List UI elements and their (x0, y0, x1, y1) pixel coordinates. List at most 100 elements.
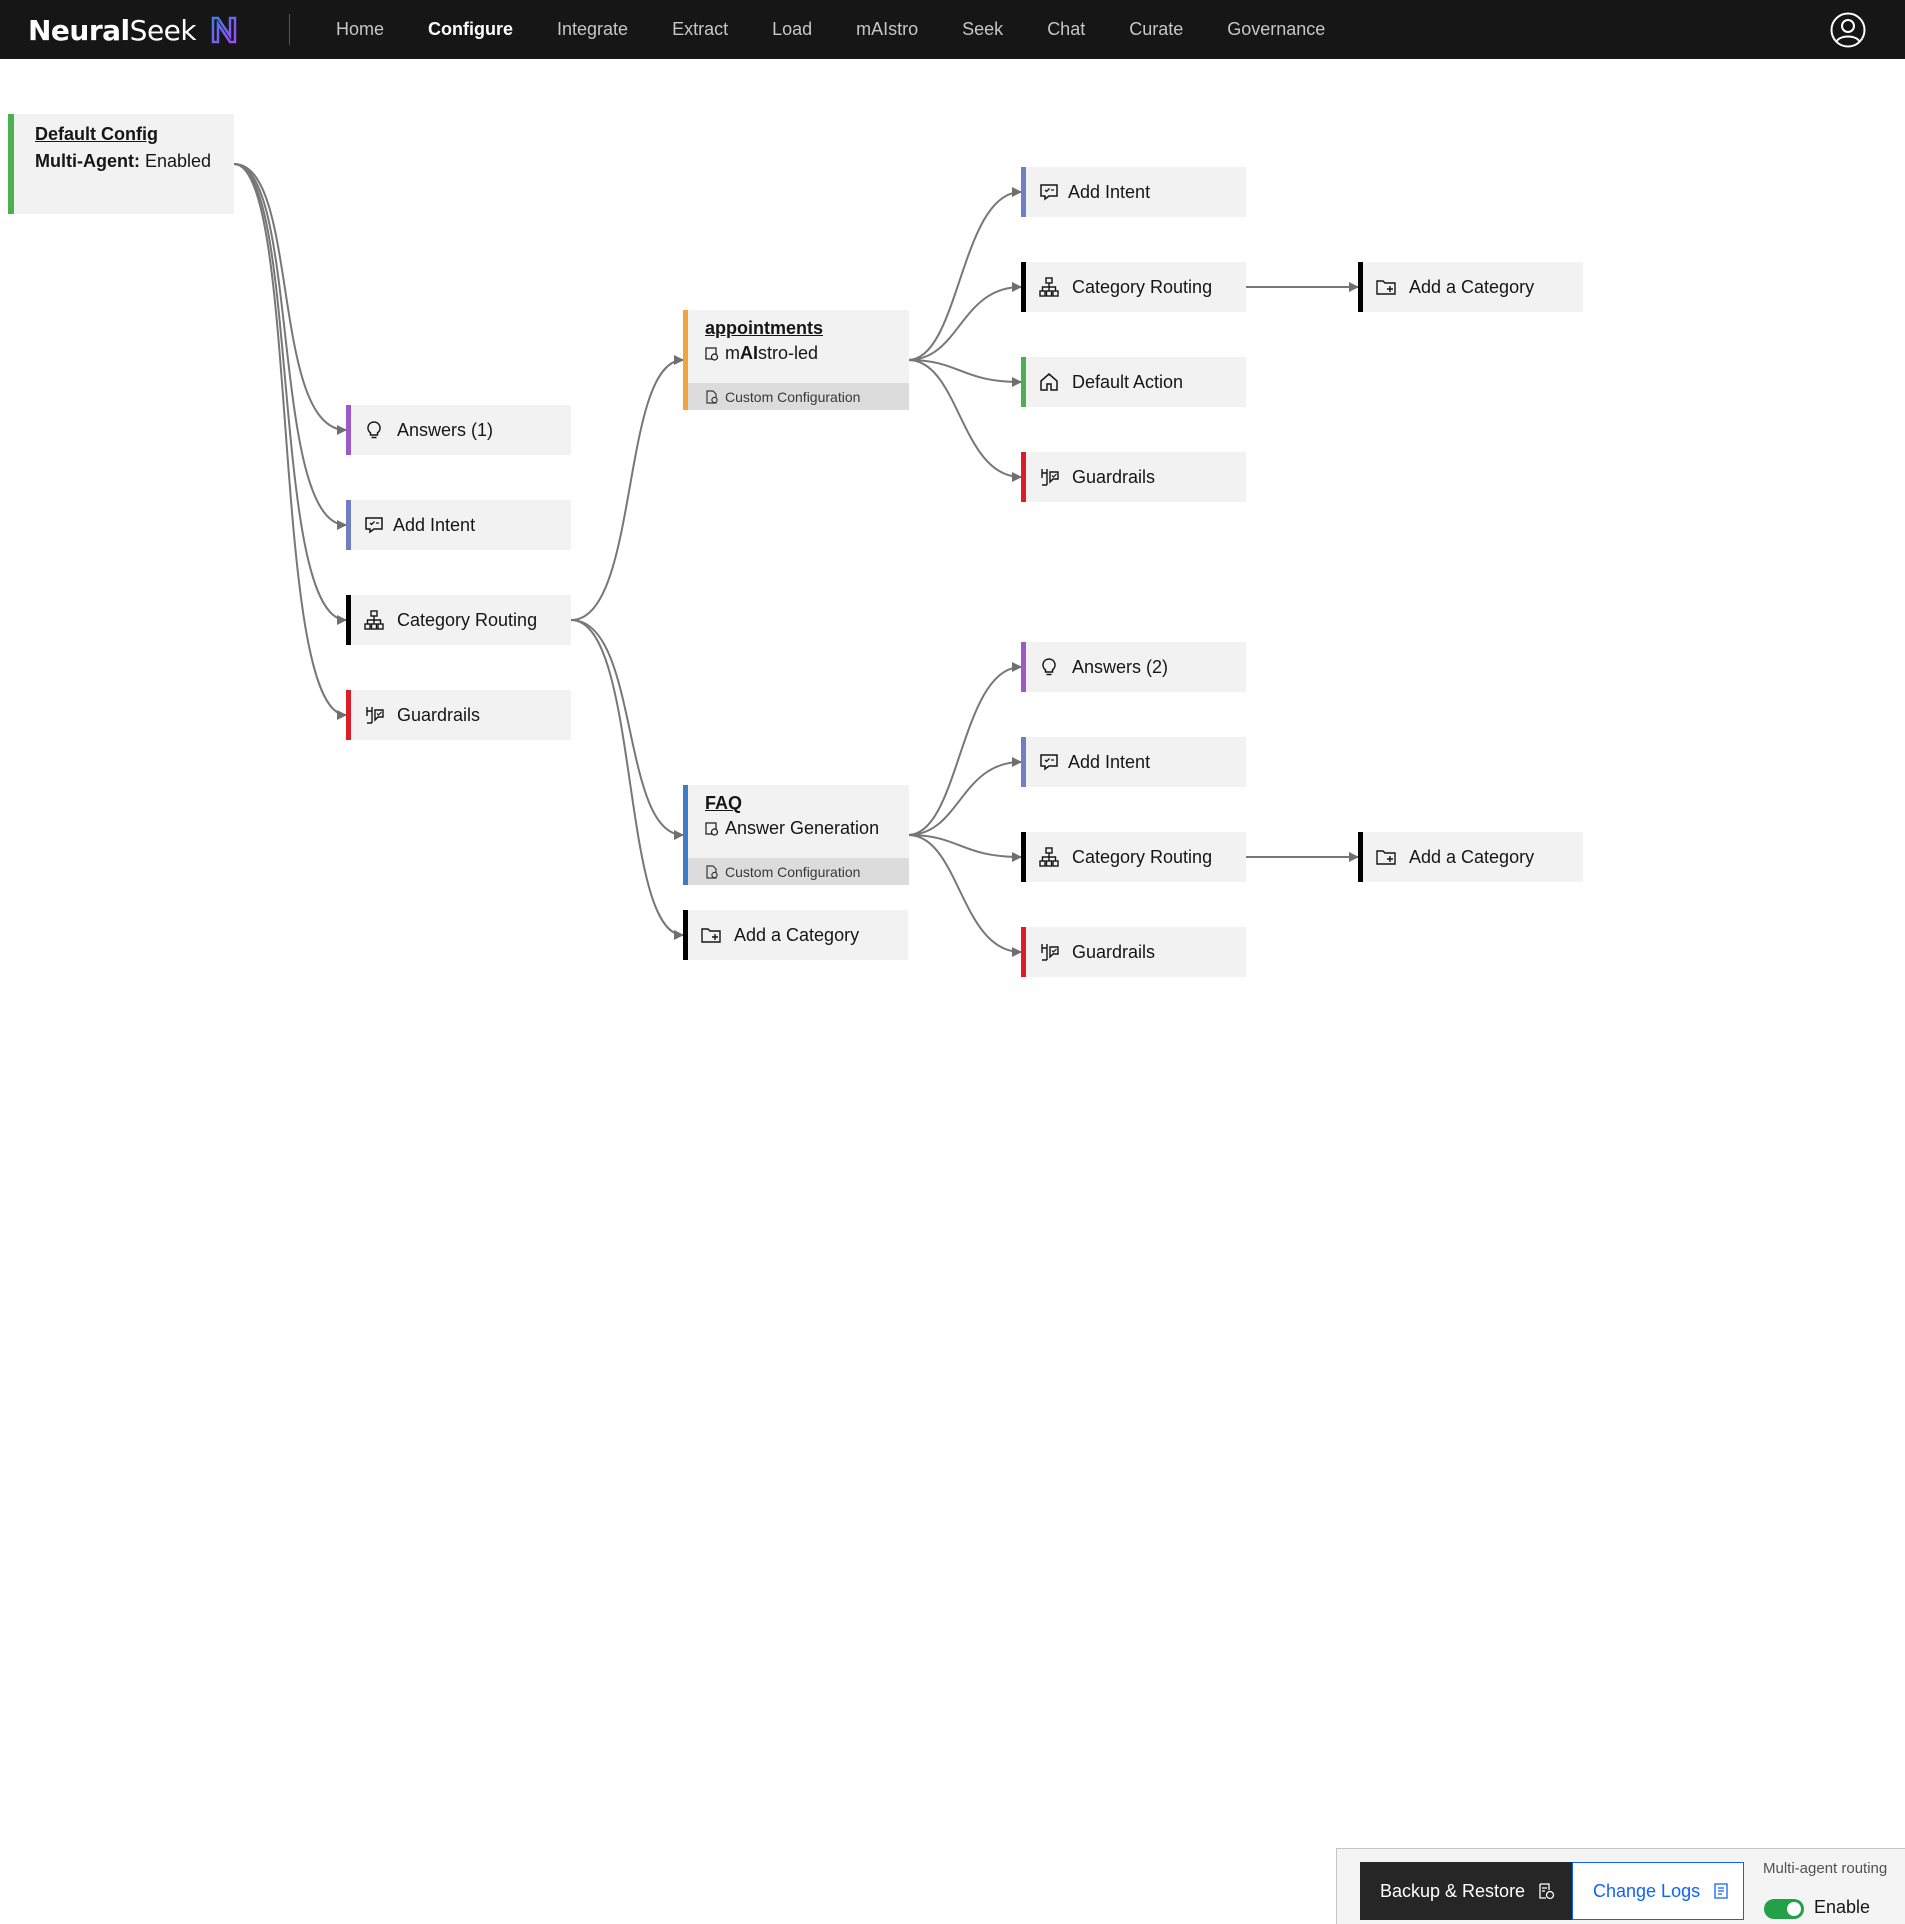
intent-chat-icon (1038, 751, 1060, 773)
folder-add-icon (1375, 846, 1397, 868)
folder-add-icon (700, 924, 722, 946)
guardrails-icon (363, 704, 385, 726)
routing-tree-icon (363, 609, 385, 631)
guardrails-icon (1038, 941, 1060, 963)
edge-faq-intent (907, 757, 1022, 836)
edge-appt-guardrails (907, 359, 1022, 482)
change-logs-label: Change Logs (1593, 1880, 1701, 1901)
guardrails-node-root[interactable]: Guardrails (346, 690, 571, 740)
edge-appt-default (907, 359, 1022, 387)
category-node-appointments[interactable]: appointments mAIstro-led Custom Configur… (683, 310, 909, 410)
faq-category-routing-node[interactable]: Category Routing (1021, 832, 1246, 882)
change-logs-button[interactable]: Change Logs (1572, 1862, 1744, 1920)
faq-answers-node[interactable]: Answers (2) (1021, 642, 1246, 692)
edge-root-intent (233, 163, 347, 530)
category-routing-label: Category Routing (397, 609, 538, 630)
faq-add-category-node[interactable]: Add a Category (1358, 832, 1583, 882)
default-config-title[interactable]: Default Config (35, 124, 158, 144)
nav-curate[interactable]: Curate (1129, 19, 1184, 39)
mode-settings-icon (705, 821, 719, 836)
lightbulb-icon (1038, 656, 1060, 678)
edge-appt-intent (907, 187, 1022, 361)
guardrails-label: Guardrails (397, 704, 481, 725)
appointments-add-category-node[interactable]: Add a Category (1358, 262, 1583, 312)
multi-agent-routing-label: Multi-agent routing (1763, 1860, 1888, 1877)
default-action-label: Default Action (1072, 371, 1184, 392)
logo-wordmark: NeuralSeek (28, 13, 197, 47)
multi-agent-routing-toggle[interactable] (1764, 1899, 1804, 1919)
backup-restore-label: Backup & Restore (1380, 1880, 1526, 1901)
faq-guardrails-node[interactable]: Guardrails (1021, 927, 1246, 977)
main-nav: Home Configure Integrate Extract Load mA… (314, 0, 1347, 59)
edge-root-routing (233, 163, 347, 625)
edge-faq-guardrails (907, 834, 1022, 957)
intent-chat-icon (1038, 181, 1060, 203)
nav-load[interactable]: Load (772, 19, 813, 39)
default-config-node[interactable]: Default Config Multi-Agent: Enabled (8, 114, 234, 214)
add-intent-label: Add Intent (1068, 751, 1151, 772)
routing-tree-icon (1038, 276, 1060, 298)
faq-add-intent-node[interactable]: Add Intent (1021, 737, 1246, 787)
folder-add-icon (1375, 276, 1397, 298)
category-mode: mAIstro-led (705, 343, 818, 364)
backup-icon (1539, 1883, 1555, 1900)
appointments-category-routing-node[interactable]: Category Routing (1021, 262, 1246, 312)
category-mode: Answer Generation (705, 818, 879, 839)
intent-chat-icon (363, 514, 385, 536)
answers-label: Answers (1) (397, 419, 494, 440)
add-intent-node-root[interactable]: Add Intent (346, 500, 571, 550)
add-category-label: Add a Category (1409, 846, 1535, 867)
guardrails-label: Guardrails (1072, 466, 1156, 487)
nav-governance[interactable]: Governance (1227, 19, 1326, 39)
nav-chat[interactable]: Chat (1047, 19, 1086, 39)
add-category-label: Add a Category (734, 924, 860, 945)
nav-seek[interactable]: Seek (962, 19, 1004, 39)
category-node-faq[interactable]: FAQ Answer Generation Custom Configurati… (683, 785, 909, 885)
edge-appt-routing (907, 282, 1022, 361)
category-title[interactable]: appointments (705, 318, 824, 338)
neuralseek-logo[interactable]: NeuralSeek (28, 13, 238, 47)
category-routing-label: Category Routing (1072, 846, 1213, 867)
edge-root-answers (233, 163, 347, 435)
guardrails-label: Guardrails (1072, 941, 1156, 962)
multi-agent-status: Multi-Agent: Enabled (35, 151, 212, 171)
toggle-enable-label: Enable (1814, 1897, 1871, 1917)
lightbulb-icon (363, 419, 385, 441)
guardrails-icon (1038, 466, 1060, 488)
add-intent-label: Add Intent (393, 514, 476, 535)
add-category-node-l2[interactable]: Add a Category (683, 910, 908, 960)
category-routing-node-root[interactable]: Category Routing (346, 595, 571, 645)
top-navigation-bar: NeuralSeek Home Configure Integrate Extr… (0, 0, 1905, 59)
edge-routing-faq (570, 619, 684, 840)
answers-label: Answers (2) (1072, 656, 1169, 677)
nav-configure[interactable]: Configure (428, 19, 514, 39)
nav-maistro[interactable]: mAIstro (856, 19, 919, 39)
nav-divider (289, 14, 290, 45)
custom-config-icon (706, 389, 718, 404)
appointments-guardrails-node[interactable]: Guardrails (1021, 452, 1246, 502)
appointments-default-action-node[interactable]: Default Action (1021, 357, 1246, 407)
add-category-label: Add a Category (1409, 276, 1535, 297)
user-avatar-icon[interactable] (1829, 11, 1867, 49)
mode-settings-icon (705, 346, 719, 361)
edge-routing-addcategory (570, 619, 684, 940)
nav-integrate[interactable]: Integrate (557, 19, 629, 39)
home-icon (1038, 371, 1060, 393)
appointments-add-intent-node[interactable]: Add Intent (1021, 167, 1246, 217)
add-intent-label: Add Intent (1068, 181, 1151, 202)
custom-configuration-footer[interactable]: Custom Configuration (688, 383, 909, 410)
change-logs-icon (1714, 1883, 1728, 1899)
edge-faq-routing (907, 834, 1022, 862)
category-title[interactable]: FAQ (705, 793, 743, 813)
custom-config-icon (706, 864, 718, 879)
edge-routing-appointments (570, 355, 684, 621)
nav-home[interactable]: Home (336, 19, 385, 39)
custom-configuration-footer[interactable]: Custom Configuration (688, 858, 909, 885)
routing-tree-icon (1038, 846, 1060, 868)
nav-extract[interactable]: Extract (672, 19, 729, 39)
backup-restore-button[interactable]: Backup & Restore (1360, 1862, 1572, 1920)
edge-root-guardrails (233, 163, 347, 720)
edge-faq-answers (907, 662, 1022, 836)
answers-node-root[interactable]: Answers (1) (346, 405, 571, 455)
